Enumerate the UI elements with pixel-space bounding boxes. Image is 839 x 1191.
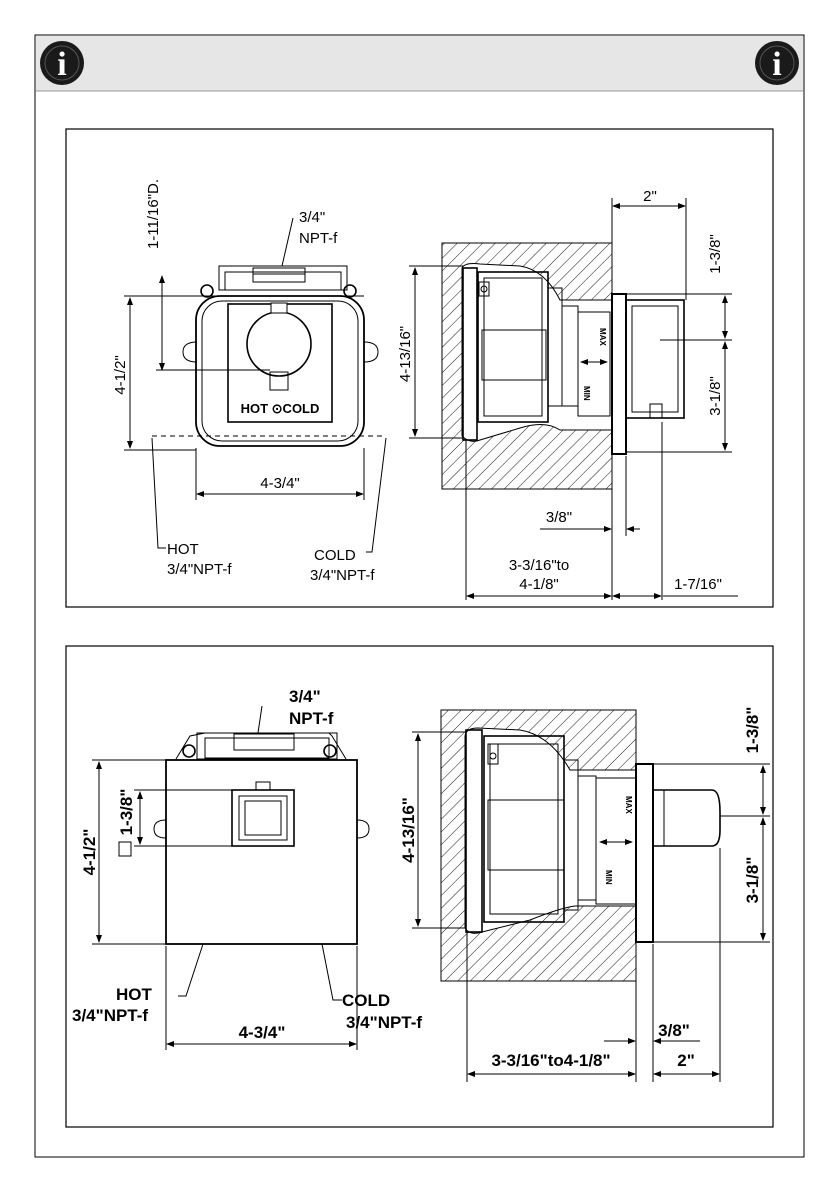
svg-text:MAX: MAX <box>624 796 633 814</box>
svg-text:MAX: MAX <box>598 328 607 346</box>
svg-text:3/8": 3/8" <box>658 1021 690 1040</box>
svg-text:1-3/8": 1-3/8" <box>743 707 762 754</box>
svg-text:COLD: COLD <box>342 991 390 1010</box>
face-label: HOT ⊙COLD <box>241 401 320 416</box>
svg-text:3/8": 3/8" <box>546 509 572 526</box>
height-dim: 4-1/2" <box>112 355 129 395</box>
svg-text:MIN: MIN <box>604 870 613 885</box>
svg-text:HOT: HOT <box>116 985 153 1004</box>
panel-1-frame <box>66 129 773 607</box>
width-dim: 4-3/4" <box>239 1023 286 1042</box>
svg-text:NPT-f: NPT-f <box>289 709 334 728</box>
panel-2-front-view: 4-1/2" 1-3/8" 3/4" NPT-f HOT 3/4"NPT-f C… <box>72 687 422 1050</box>
svg-text:3/4"NPT-f: 3/4"NPT-f <box>310 567 375 584</box>
svg-text:2": 2" <box>643 188 657 205</box>
panel-1-side-view: MAX MIN 4-13/16" 2" 1-3/8" 3-1/8" 3/8" <box>397 188 738 600</box>
svg-text:1-3/8": 1-3/8" <box>707 234 724 274</box>
svg-text:3/4": 3/4" <box>289 687 321 706</box>
svg-text:i: i <box>772 46 781 83</box>
info-icon: i <box>755 41 799 85</box>
svg-text:3/4"NPT-f: 3/4"NPT-f <box>72 1006 148 1025</box>
panel-2-side-view: MAX MIN 4-13/16" 1-3/8" 3-1/8" 3/8" 3-3/… <box>399 707 770 1082</box>
svg-text:3-3/16"to4-1/8": 3-3/16"to4-1/8" <box>491 1051 610 1070</box>
svg-text:4-1/8": 4-1/8" <box>519 576 559 593</box>
svg-text:HOT: HOT <box>167 541 199 558</box>
svg-text:MIN: MIN <box>582 386 591 401</box>
offset-dim: 1-3/8" <box>117 789 136 836</box>
svg-text:3-3/16"to: 3-3/16"to <box>509 557 569 574</box>
info-icon: i <box>40 41 84 85</box>
header-band <box>36 36 803 91</box>
svg-text:3/4": 3/4" <box>299 209 325 226</box>
height-dim: 4-13/16" <box>397 326 414 382</box>
height-dim: 4-13/16" <box>399 797 418 863</box>
depth-dim: 1-11/16"D. <box>145 179 162 249</box>
svg-text:3-1/8": 3-1/8" <box>707 376 724 416</box>
svg-text:COLD: COLD <box>314 547 356 564</box>
height-dim: 4-1/2" <box>80 829 99 876</box>
width-dim: 4-3/4" <box>260 475 300 492</box>
svg-text:NPT-f: NPT-f <box>299 230 338 247</box>
panel-1-front-view: HOT ⊙COLD 4-1/2" 1-11/16"D. 3/4" NPT-f 4… <box>112 179 386 584</box>
svg-text:2": 2" <box>677 1051 695 1070</box>
svg-text:3-1/8": 3-1/8" <box>743 857 762 904</box>
svg-text:1-7/16": 1-7/16" <box>674 576 722 593</box>
svg-text:3/4"NPT-f: 3/4"NPT-f <box>167 561 232 578</box>
svg-text:i: i <box>57 46 66 83</box>
